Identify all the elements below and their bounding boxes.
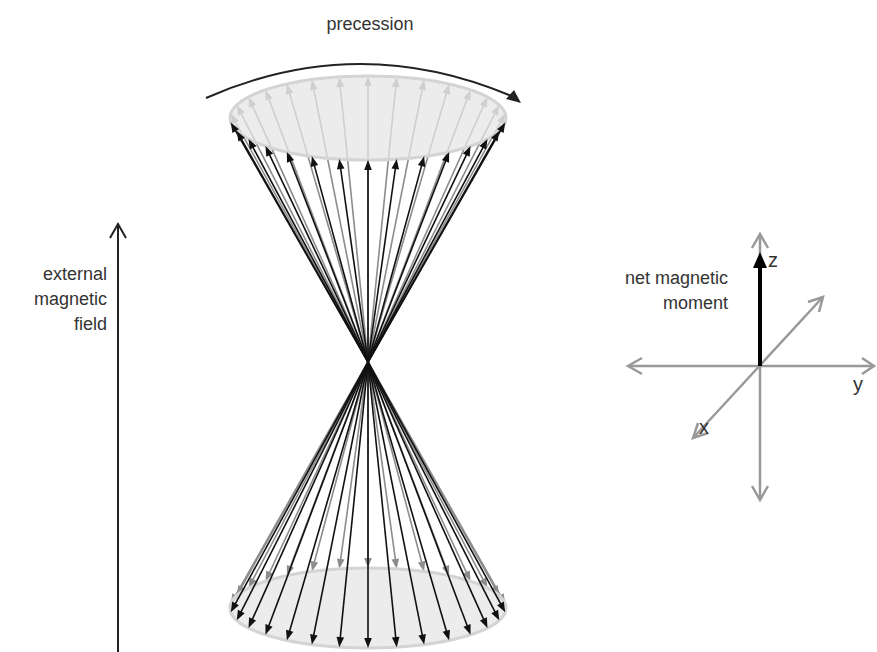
spin-vector [313, 362, 368, 637]
spin-vector [289, 362, 368, 633]
top-cone-rim [230, 76, 506, 160]
axis-label: y [853, 372, 873, 397]
spin-arrowhead [286, 630, 293, 641]
spin-arrowhead [392, 637, 400, 647]
spin-vector [367, 362, 369, 640]
spin-arrowhead [497, 602, 505, 613]
spin-arrowhead [480, 617, 488, 628]
spin-vector [368, 167, 396, 362]
spin-vector [240, 362, 368, 613]
spin-arrowhead [463, 624, 470, 635]
spin-vector [235, 362, 368, 605]
spin-arrowhead [418, 156, 425, 167]
spin-arrowhead [337, 159, 345, 169]
spin-vector [368, 164, 422, 362]
spin-vector [368, 362, 447, 633]
spin-arrowhead [248, 139, 256, 150]
spin-vector [368, 362, 496, 613]
spin-arrowhead [231, 122, 239, 133]
spin-arrowhead [311, 156, 318, 167]
spin-vector [368, 362, 468, 627]
spin-vector [290, 159, 368, 362]
moment-label: net magnetic moment [610, 266, 728, 316]
field-label: external magnetic field [5, 262, 107, 337]
spin-vector [368, 153, 467, 362]
spin-vector [368, 129, 501, 362]
spin-arrowhead [364, 638, 372, 648]
spin-arrowhead [491, 610, 499, 621]
spin-arrowhead [491, 131, 499, 142]
spin-vector [269, 153, 368, 362]
axis-label: z [768, 248, 798, 273]
spin-vector [368, 362, 423, 637]
spin-arrowhead [463, 146, 471, 157]
axis-label: x [699, 415, 719, 440]
spin-vector [252, 362, 368, 621]
spin-vector [367, 168, 369, 362]
spin-arrowhead [337, 637, 345, 647]
spin-vector [314, 164, 368, 362]
spin-vector [368, 146, 484, 362]
spin-vector [268, 362, 368, 627]
spin-arrowhead [364, 160, 372, 170]
field-arrow [117, 226, 119, 652]
spin-vector [235, 129, 368, 362]
spin-arrowhead [442, 152, 449, 163]
field-arrowhead [110, 224, 126, 238]
net-moment-arrow [758, 266, 762, 366]
spin-arrowhead [237, 610, 245, 621]
precession-arrowhead [506, 90, 521, 103]
spin-arrowhead [497, 122, 505, 133]
spin-arrowhead [443, 630, 450, 641]
spin-vector [368, 138, 495, 362]
spin-vector [368, 159, 446, 362]
spin-arrowhead [231, 602, 239, 613]
spin-vector [252, 146, 368, 362]
spin-arrowhead [392, 159, 400, 169]
spin-arrowhead [310, 634, 317, 645]
spin-arrowhead [265, 624, 272, 635]
net-moment-arrowhead [753, 252, 767, 268]
precession-label: precession [300, 12, 440, 37]
spin-arrowhead [265, 146, 273, 157]
spin-arrowhead [479, 139, 487, 150]
spin-arrowhead [248, 617, 256, 628]
spin-arrowhead [418, 634, 425, 645]
spin-vector [368, 362, 396, 639]
spin-vector [368, 362, 484, 621]
spin-arrowhead [287, 152, 294, 163]
precession-arrow [206, 64, 516, 98]
